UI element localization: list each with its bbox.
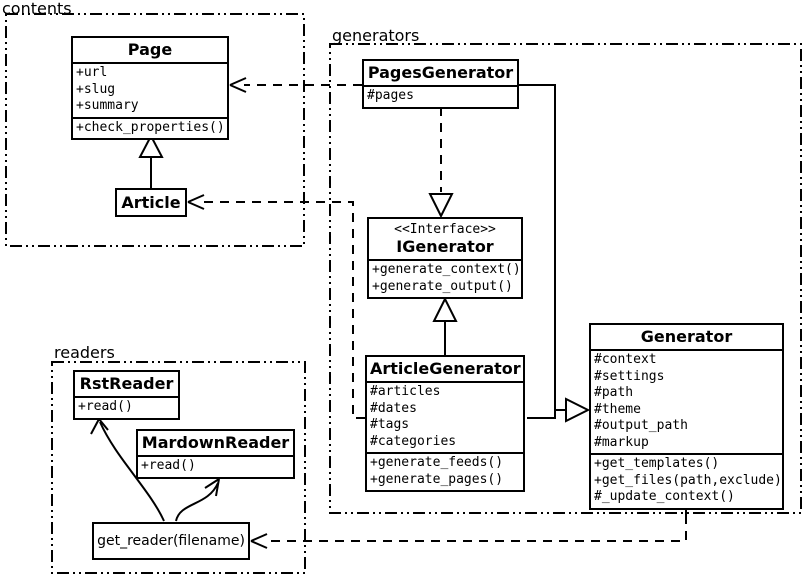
attribute: #path <box>594 385 634 400</box>
class-box-igenerator: <<Interface>> IGenerator +generate_conte… <box>367 217 523 299</box>
stereotype-label: <<Interface>> <box>394 222 496 237</box>
hollow-triangle-at-generator-left <box>565 397 591 423</box>
arrow-getreader-to-rstreader <box>99 421 165 522</box>
package-label-generators: generators <box>332 26 420 45</box>
class-title: Generator <box>640 327 733 346</box>
package-border-contents <box>5 13 305 247</box>
class-box-page: Page +url +slug +summary +check_properti… <box>71 36 229 140</box>
dependency-generator-to-getreader <box>267 515 687 542</box>
attributes-compartment: #pages <box>364 85 517 107</box>
package-label-contents: contents <box>2 0 72 18</box>
attributes-compartment: #articles #dates #tags #categories <box>367 381 523 452</box>
open-arrowhead-at-getreader <box>250 533 268 549</box>
methods-compartment: +check_properties() <box>73 116 227 139</box>
class-box-article: Article <box>115 188 187 217</box>
attribute: #settings <box>594 368 665 384</box>
attribute: #markup <box>594 434 649 450</box>
class-title: Article <box>121 193 181 212</box>
attribute: #articles <box>370 384 441 399</box>
attribute: #dates <box>370 400 417 416</box>
attributes-compartment: #context #settings #path #theme #output_… <box>591 349 782 453</box>
package-label-readers: readers <box>54 343 115 362</box>
methods-compartment: +generate_context() +generate_output() <box>369 259 521 297</box>
class-box-generator: Generator #context #settings #path #them… <box>589 323 784 510</box>
class-box-articlegenerator: ArticleGenerator #articles #dates #tags … <box>365 355 525 492</box>
method: +generate_output() <box>372 278 513 294</box>
package-border-readers <box>51 361 306 574</box>
method: +generate_context() <box>372 262 521 277</box>
attribute: #categories <box>370 433 457 449</box>
hollow-triangle-at-page-bottom <box>138 133 164 158</box>
open-arrowhead-at-rstreader <box>90 418 109 435</box>
method: +check_properties() <box>76 119 225 135</box>
open-arrowhead-at-page <box>229 77 247 93</box>
class-box-rstreader: RstReader +read() <box>73 370 180 420</box>
arrow-getreader-to-mardownreader <box>175 482 219 522</box>
attribute: +url <box>76 65 108 80</box>
method: +get_templates() <box>594 456 720 471</box>
package-border-generators <box>329 43 802 514</box>
hollow-triangle-at-igenerator-top <box>428 193 454 219</box>
function-label: get_reader(filename) <box>97 533 245 549</box>
attribute: #output_path <box>594 418 688 433</box>
generalization-generators-to-generator <box>519 84 567 419</box>
class-title: PagesGenerator <box>367 63 514 82</box>
attributes-compartment: +url +slug +summary <box>73 62 227 117</box>
method: +read() <box>141 458 196 473</box>
class-title: RstReader <box>79 374 174 393</box>
methods-compartment: +generate_feeds() +generate_pages() <box>367 452 523 490</box>
method: +get_files(path,exclude) <box>594 472 782 488</box>
method: +generate_pages() <box>370 471 504 487</box>
open-arrowhead-at-article <box>187 194 205 210</box>
attribute: #theme <box>594 401 641 417</box>
attribute: #context <box>594 352 657 367</box>
attribute: #tags <box>370 417 410 432</box>
class-title: Page <box>127 40 173 59</box>
open-arrowhead-at-mardownreader <box>204 478 220 497</box>
method: #_update_context() <box>594 489 735 504</box>
class-box-pagesgenerator: PagesGenerator #pages <box>362 59 519 109</box>
class-title: MardownReader <box>141 433 290 452</box>
class-title: ArticleGenerator <box>370 359 521 378</box>
class-box-mardownreader: MardownReader +read() <box>136 429 295 479</box>
method: +generate_feeds() <box>370 455 504 470</box>
class-title: IGenerator <box>396 237 494 256</box>
attribute: +summary <box>76 98 139 113</box>
methods-compartment: +read() <box>138 455 293 477</box>
function-box-get-reader: get_reader(filename) <box>92 522 250 560</box>
attribute: #pages <box>367 88 414 103</box>
hollow-triangle-at-igenerator-bottom <box>432 296 458 322</box>
methods-compartment: +get_templates() +get_files(path,exclude… <box>591 453 782 508</box>
methods-compartment: +read() <box>75 396 178 418</box>
dependency-articlegenerator-to-article <box>204 201 365 419</box>
attribute: +slug <box>76 81 116 97</box>
method: +read() <box>78 399 133 414</box>
